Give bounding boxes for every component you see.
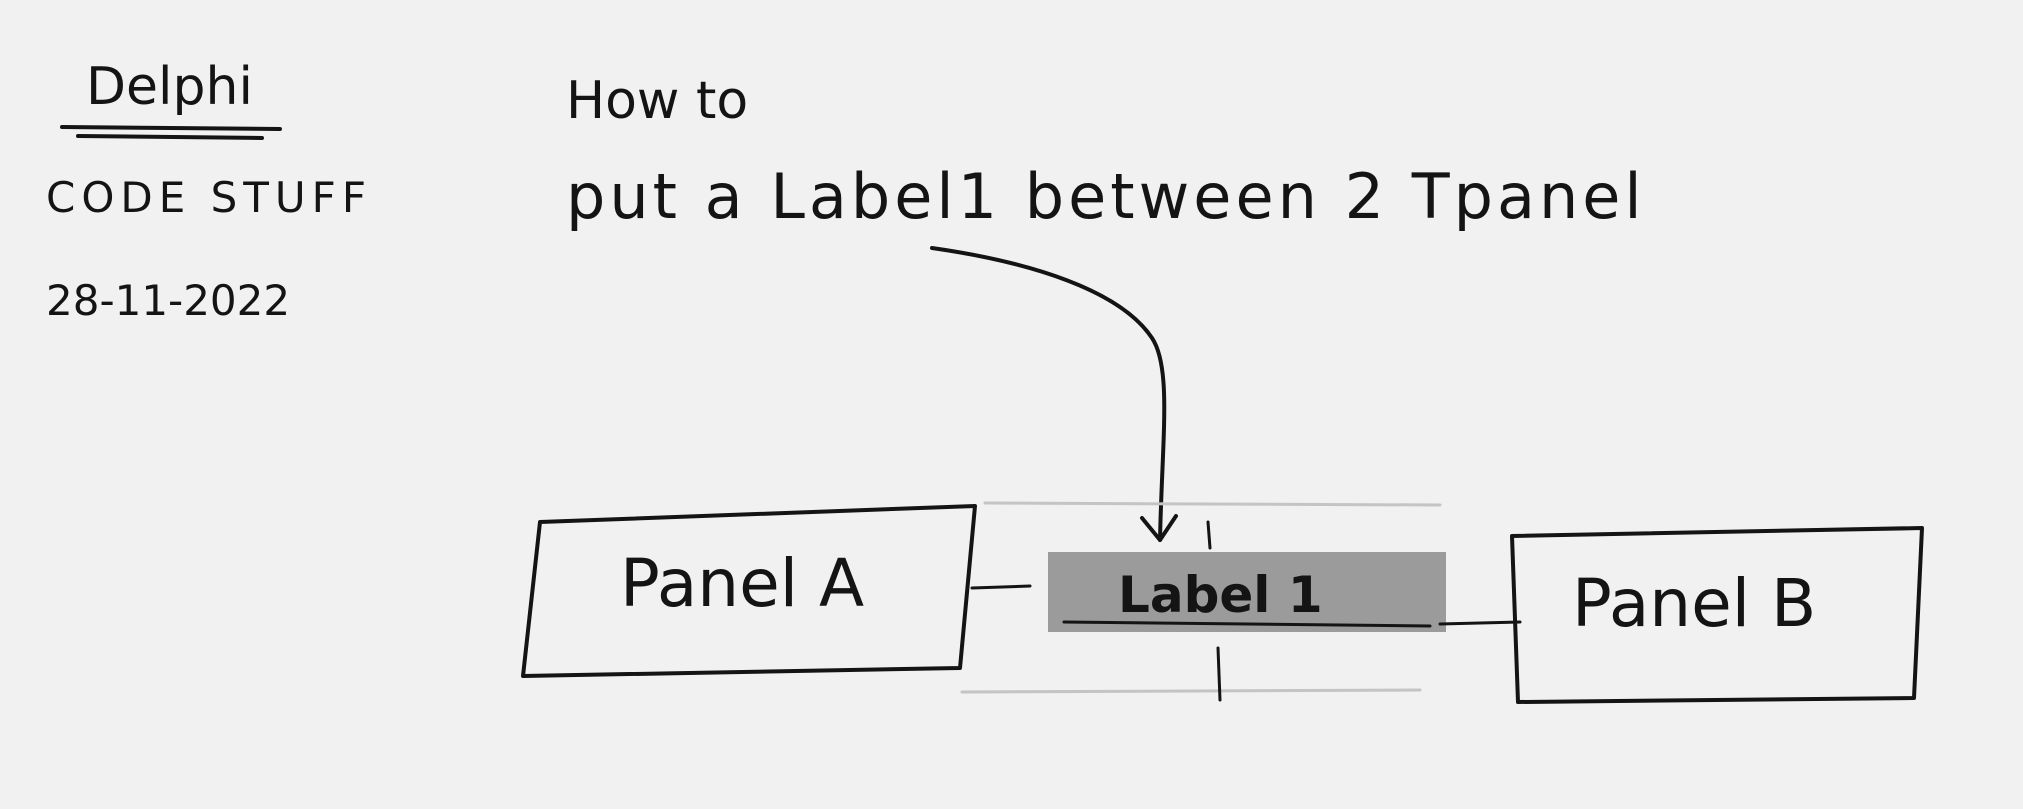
pointer-arrow bbox=[930, 246, 1178, 542]
alignment-guides bbox=[960, 501, 1442, 694]
topic-title: Delphi bbox=[86, 57, 253, 117]
date-text: 28-11-2022 bbox=[46, 276, 290, 325]
label-1-box: Label 1 bbox=[1048, 520, 1446, 702]
guide-top bbox=[983, 501, 1442, 507]
panel-a-label: Panel A bbox=[620, 545, 864, 622]
panel-b-label: Panel B bbox=[1572, 565, 1816, 642]
panel-a: Panel A bbox=[521, 504, 977, 678]
panel-b-border bbox=[1510, 526, 1924, 704]
note-header: Delphi CODE STUFF 28-11-2022 bbox=[46, 57, 372, 325]
question: How to put a Label1 between 2 Tpanel bbox=[566, 71, 1646, 233]
question-line-1: How to bbox=[566, 71, 748, 131]
label-1-marker-top bbox=[1206, 520, 1212, 550]
title-underline bbox=[60, 125, 282, 140]
connector-left bbox=[970, 584, 1032, 590]
arrow-shaft bbox=[930, 246, 1167, 542]
label-1-fill bbox=[1048, 552, 1446, 632]
connector-right bbox=[1438, 620, 1522, 626]
panel-b: Panel B bbox=[1510, 526, 1924, 704]
guide-bottom bbox=[960, 688, 1422, 694]
subtitle-text: CODE STUFF bbox=[46, 173, 372, 222]
arrow-head bbox=[1140, 514, 1178, 542]
label-1-text: Label 1 bbox=[1118, 566, 1323, 624]
label-1-underline bbox=[1062, 620, 1432, 628]
panel-a-border bbox=[521, 504, 977, 678]
label-1-marker-bottom bbox=[1216, 646, 1222, 702]
question-line-2: put a Label1 between 2 Tpanel bbox=[566, 160, 1646, 233]
